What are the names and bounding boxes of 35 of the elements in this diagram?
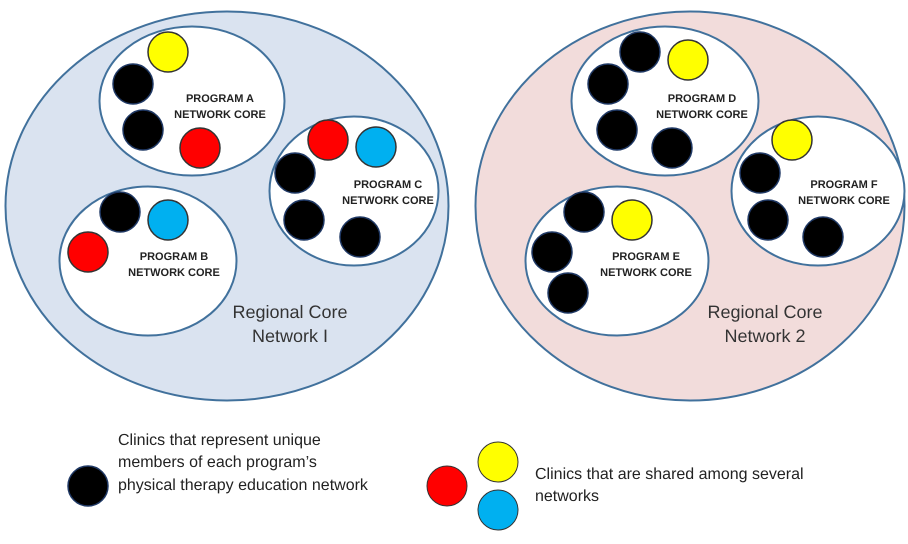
program-label: PROGRAM F NETWORK CORE (797, 178, 891, 209)
program-label: PROGRAM C NETWORK CORE (341, 178, 435, 209)
clinic-dot (338, 215, 382, 259)
clinic-dot (530, 230, 574, 274)
program-label: PROGRAM D NETWORK CORE (655, 92, 749, 123)
clinic-dot (66, 230, 110, 274)
clinic-dot (546, 271, 590, 315)
clinic-dot (738, 151, 782, 195)
clinic-dot (121, 108, 165, 152)
clinic-dot (306, 118, 350, 162)
network-label: Regional Core Network 2 (706, 301, 824, 348)
clinic-dot (666, 38, 710, 82)
clinic-dot (586, 62, 630, 106)
program-label: PROGRAM B NETWORK CORE (127, 250, 221, 281)
clinic-dot (801, 215, 845, 259)
clinic-dot (354, 125, 398, 169)
clinic-dot (650, 126, 694, 170)
program-label: PROGRAM A NETWORK CORE (173, 92, 267, 123)
clinic-dot (595, 108, 639, 152)
clinic-dot (146, 198, 190, 242)
clinic-dot (178, 126, 222, 170)
clinic-dot (282, 198, 326, 242)
program-label: PROGRAM E NETWORK CORE (599, 250, 693, 281)
clinic-dot (770, 118, 814, 162)
clinic-dot (146, 30, 190, 74)
legend-text: Clinics that represent unique members of each program’s physical therapy education network (118, 431, 369, 496)
clinic-dot (273, 151, 317, 195)
clinic-dot (618, 30, 662, 74)
clinic-dot (746, 198, 790, 242)
network-label: Regional Core Network I (231, 301, 349, 348)
clinic-dot (610, 198, 654, 242)
legend-text: Clinics that are shared among several networks (535, 465, 805, 508)
clinic-dot (111, 62, 155, 106)
clinic-dot (562, 190, 606, 234)
clinic-dot (98, 190, 142, 234)
